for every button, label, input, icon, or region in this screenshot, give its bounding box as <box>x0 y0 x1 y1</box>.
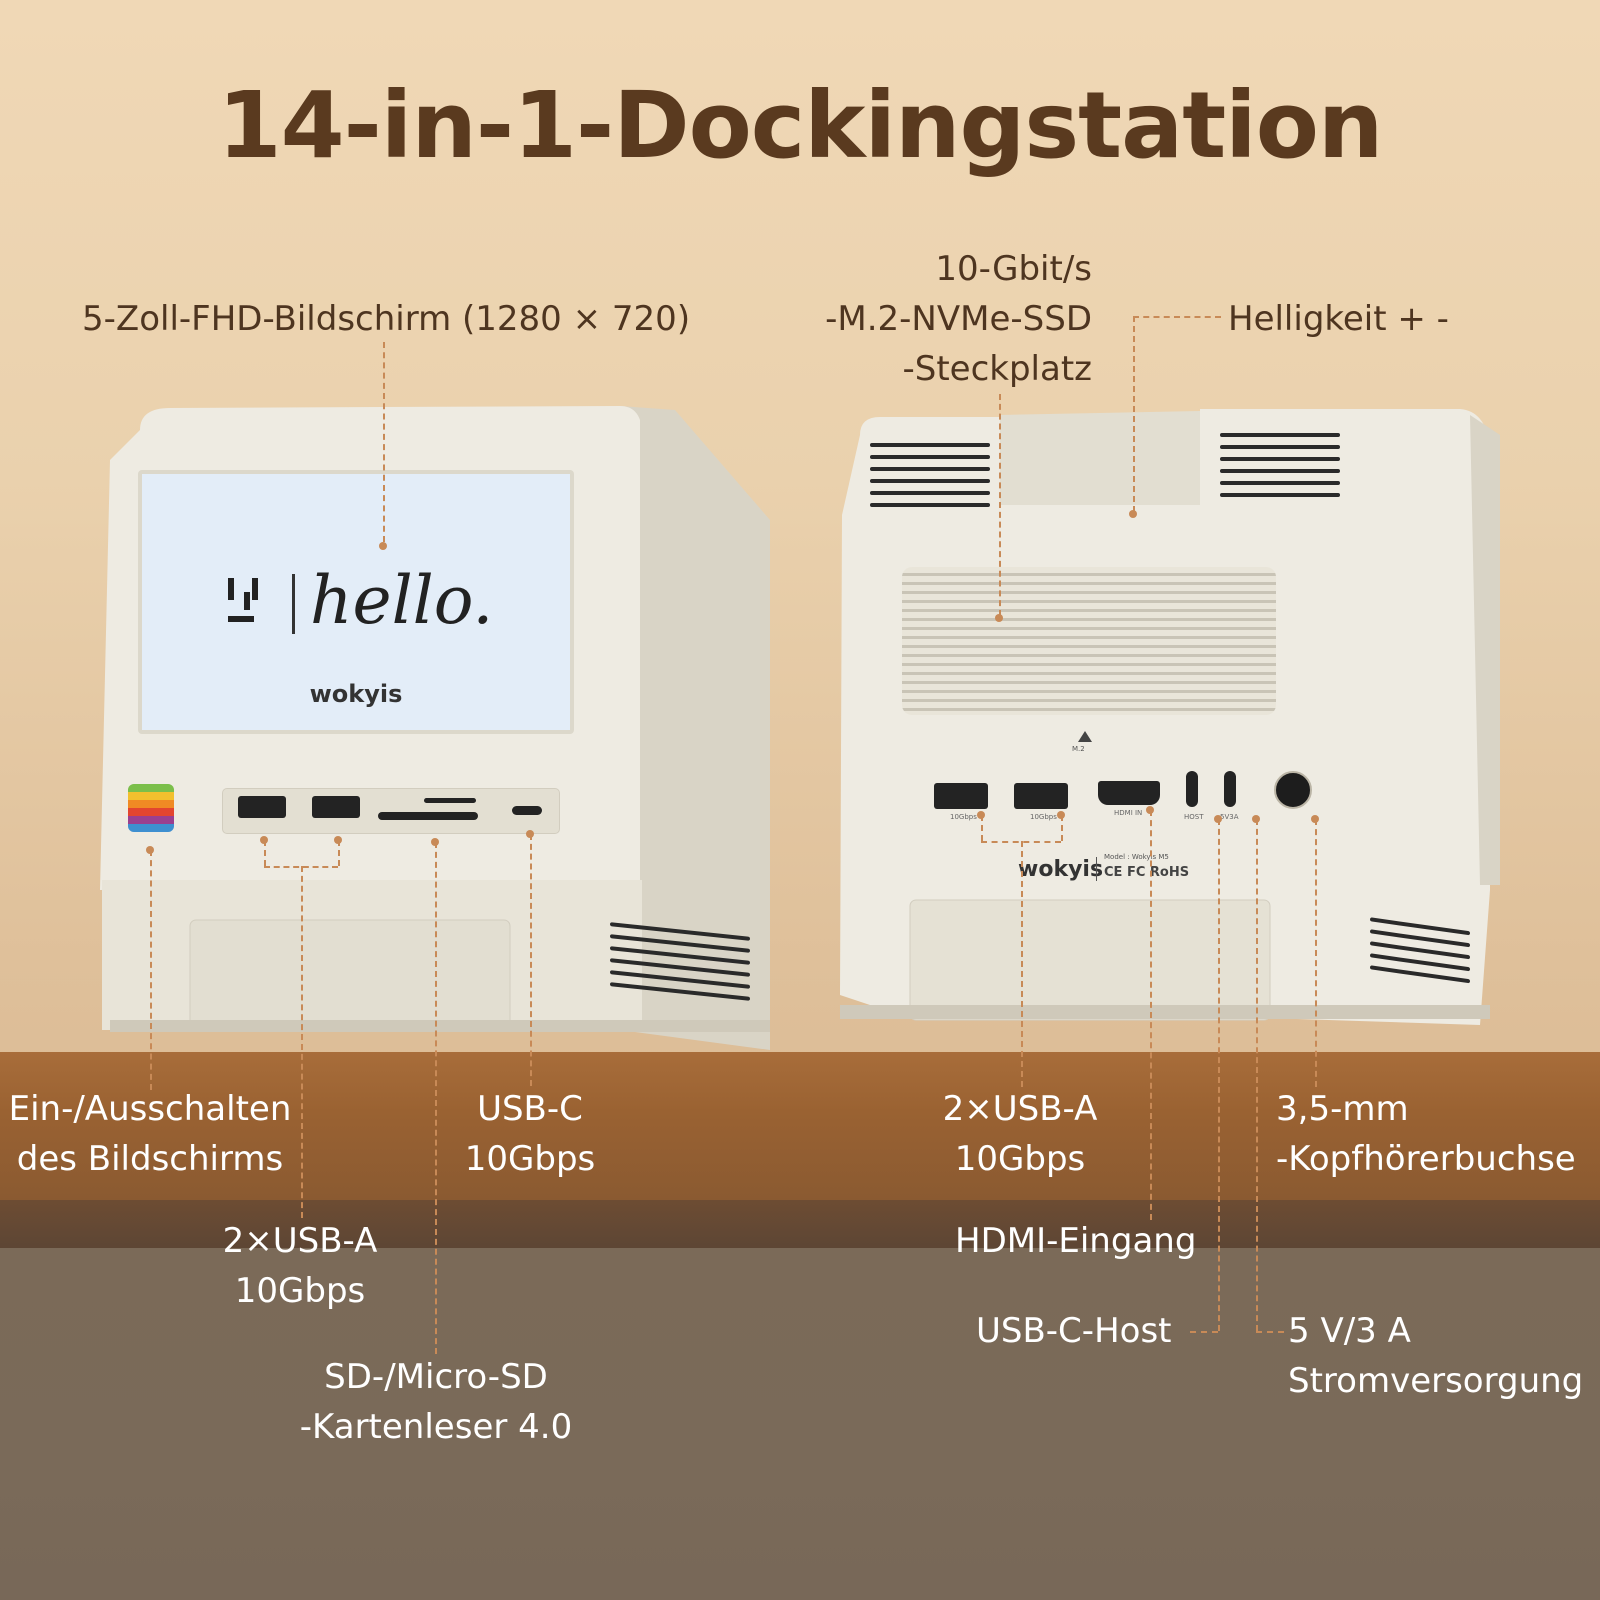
label-ssd: 10-Gbit/s -M.2-NVMe-SSD -Steckplatz <box>780 244 1092 394</box>
hdmi-port[interactable] <box>1098 781 1160 805</box>
label-sd-reader: SD-/Micro-SD -Kartenleser 4.0 <box>286 1352 586 1452</box>
label-usb-a-back-line-1: 2×USB-A <box>942 1089 1098 1129</box>
display-screen: hello. wokyis <box>138 470 574 734</box>
back-port-label-2: 10Gbps <box>1030 813 1057 821</box>
usb-c-host-port[interactable] <box>1186 771 1198 807</box>
label-power-line-2: des Bildschirms <box>16 1139 284 1179</box>
usb-a-port-1[interactable] <box>238 796 286 818</box>
label-usb-a-front-line-2: 10Gbps <box>234 1271 366 1311</box>
label-audio: 3,5-mm -Kopfhörerbuchse <box>1276 1084 1576 1184</box>
label-hdmi: HDMI-Eingang <box>955 1221 1197 1261</box>
label-audio-line-2: -Kopfhörerbuchse <box>1276 1139 1576 1179</box>
back-port-label-3: HDMI IN <box>1114 809 1143 817</box>
label-power-supply: 5 V/3 A Stromversorgung <box>1288 1306 1583 1406</box>
m2-arrow-icon <box>1078 731 1092 742</box>
model-text: Model : Wokyis M5 <box>1104 853 1169 861</box>
desk-edge <box>0 1200 1600 1248</box>
label-power-line-1: Ein-/Ausschalten <box>8 1089 292 1129</box>
label-power-supply-line-1: 5 V/3 A <box>1288 1311 1411 1351</box>
back-brand-logo: wokyis <box>1018 857 1104 882</box>
usb-a-port-back-2[interactable] <box>1014 783 1068 809</box>
screen-divider <box>292 574 295 634</box>
label-power-supply-line-2: Stromversorgung <box>1288 1361 1584 1401</box>
brand-divider <box>1096 857 1097 881</box>
top-vent-right <box>1220 433 1340 503</box>
label-ssd-line-2: -M.2-NVMe-SSD <box>825 299 1092 339</box>
micro-sd-slot[interactable] <box>424 798 476 803</box>
headphone-jack[interactable] <box>1274 771 1312 809</box>
m2-mark: M.2 <box>1072 745 1085 753</box>
label-usb-a-front-line-1: 2×USB-A <box>222 1221 378 1261</box>
back-port-label-1: 10Gbps <box>950 813 977 821</box>
label-ssd-line-1: 10-Gbit/s <box>935 249 1092 289</box>
desk-surface <box>0 1052 1600 1202</box>
label-usb-c-host: USB-C-Host <box>976 1311 1172 1351</box>
usb-a-port-2[interactable] <box>312 796 360 818</box>
ssd-cover[interactable] <box>902 567 1276 715</box>
label-usb-c-front: USB-C 10Gbps <box>440 1084 620 1184</box>
screen-greeting: hello. <box>310 562 494 639</box>
label-usb-c-front-line-1: USB-C <box>477 1089 583 1129</box>
label-usb-c-front-line-2: 10Gbps <box>464 1139 596 1179</box>
back-port-label-5: 5V3A <box>1220 813 1239 821</box>
floor-background <box>0 1248 1600 1600</box>
dock-front-view: hello. wokyis <box>80 400 780 1060</box>
rainbow-power-button[interactable] <box>128 784 174 832</box>
side-vent <box>610 922 760 1018</box>
sd-card-slot[interactable] <box>378 812 478 820</box>
cert-marks: CE FC RoHS <box>1104 865 1190 880</box>
top-vent-left <box>870 443 990 513</box>
label-brightness: Helligkeit + - <box>1228 299 1449 339</box>
label-usb-a-back-line-2: 10Gbps <box>954 1139 1086 1179</box>
label-sd-reader-line-1: SD-/Micro-SD <box>324 1357 548 1397</box>
label-ssd-line-3: -Steckplatz <box>902 349 1092 389</box>
label-sd-reader-line-2: -Kartenleser 4.0 <box>299 1407 573 1447</box>
label-display: 5-Zoll-FHD-Bildschirm (1280 × 720) <box>82 299 691 339</box>
dock-back-view: M.2 10Gbps 10Gbps HDMI IN HOST 5V3A woky… <box>840 405 1520 1055</box>
usb-c-port-front[interactable] <box>512 806 542 815</box>
usb-a-port-back-1[interactable] <box>934 783 988 809</box>
screen-brand: wokyis <box>309 680 403 708</box>
label-audio-line-1: 3,5-mm <box>1276 1089 1409 1129</box>
dock-back-body <box>840 409 1500 1025</box>
label-power: Ein-/Ausschalten des Bildschirms <box>0 1084 300 1184</box>
usb-c-power-port[interactable] <box>1224 771 1236 807</box>
face-icon <box>220 572 272 632</box>
label-usb-a-front: 2×USB-A 10Gbps <box>200 1216 400 1316</box>
back-port-label-4: HOST <box>1184 813 1204 821</box>
label-usb-a-back: 2×USB-A 10Gbps <box>920 1084 1120 1184</box>
page-title: 14-in-1-Dockingstation <box>217 72 1384 179</box>
